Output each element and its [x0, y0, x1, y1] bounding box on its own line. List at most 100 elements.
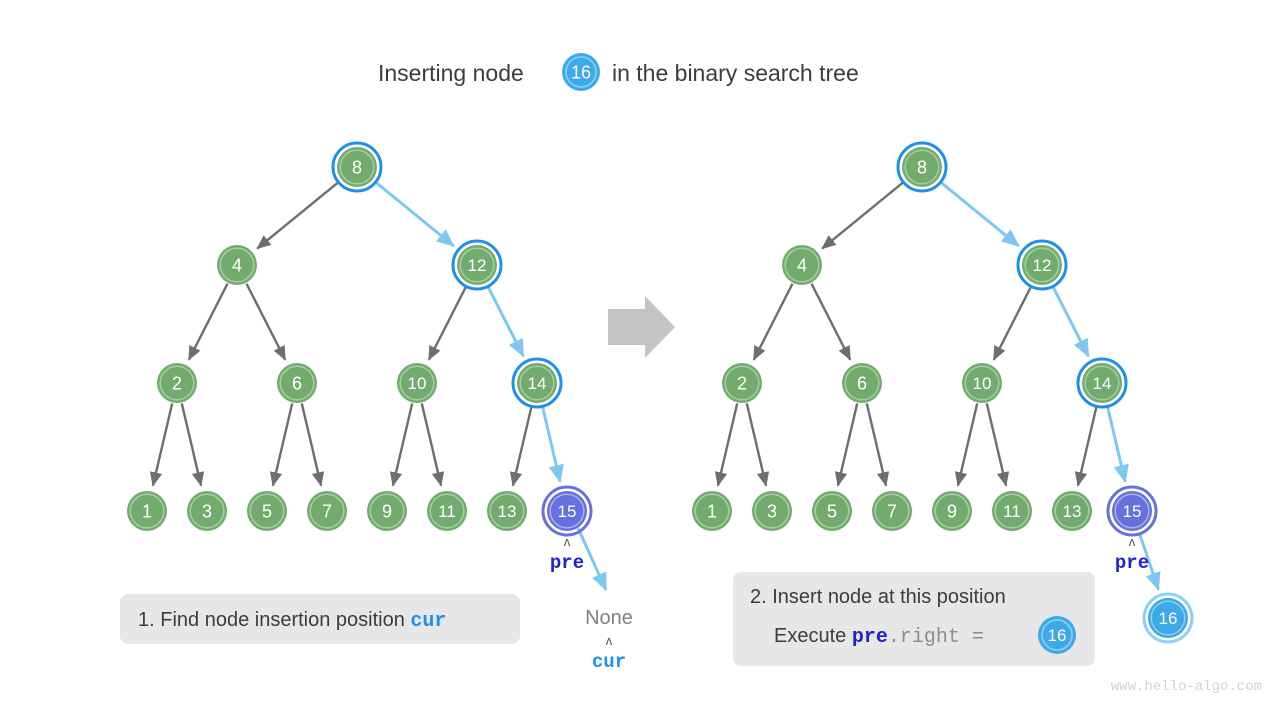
node-value: 8: [917, 158, 927, 178]
tree-node[interactable]: 14: [1076, 357, 1128, 409]
tree-node[interactable]: 15: [541, 485, 593, 537]
tree-edge: [269, 403, 294, 487]
edges-layer: [149, 181, 1161, 592]
tree-edge: [1138, 534, 1161, 591]
node-value: 9: [947, 502, 957, 522]
null-pointer-edge: [576, 527, 608, 592]
step-arrow-icon: [608, 296, 675, 358]
tree-node[interactable]: 7: [307, 491, 347, 531]
tree-edge: [954, 403, 979, 487]
tree-node[interactable]: 14: [511, 357, 563, 409]
caption-line: 1. Find node insertion position cur: [138, 609, 446, 633]
pointer-caret-icon: ʌ: [1129, 534, 1136, 549]
caption-line-1: 2. Insert node at this position: [750, 586, 1006, 608]
node-value: 16: [1159, 609, 1178, 628]
caption-code-cur: cur: [410, 610, 446, 633]
tree-node[interactable]: 8: [331, 141, 383, 193]
tree-node[interactable]: 15: [1106, 485, 1158, 537]
none-label: None: [585, 607, 633, 629]
tree-edge: [427, 286, 467, 361]
node-value: 4: [797, 256, 807, 276]
tree-edge: [745, 403, 770, 487]
tree-edge: [245, 283, 287, 361]
tree-node[interactable]: 7: [872, 491, 912, 531]
node-value: 2: [172, 374, 182, 394]
node-value: 5: [827, 502, 837, 522]
pointer-label-pre: pre: [1115, 552, 1149, 574]
node-value: 6: [857, 374, 867, 394]
tree-node[interactable]: 1: [692, 491, 732, 531]
tree-node[interactable]: 13: [487, 491, 527, 531]
tree-edge: [865, 403, 890, 487]
node-value: 15: [1123, 502, 1142, 521]
tree-node[interactable]: 13: [1052, 491, 1092, 531]
tree-edge: [509, 407, 533, 487]
node-value: 7: [887, 502, 897, 522]
tree-node[interactable]: 1: [127, 491, 167, 531]
tree-edge: [714, 403, 739, 487]
tree-node[interactable]: 3: [187, 491, 227, 531]
node-value: 12: [468, 256, 487, 275]
tree-node[interactable]: 9: [932, 491, 972, 531]
tree-node[interactable]: 12: [451, 239, 503, 291]
caption-badge-value: 16: [1048, 626, 1067, 645]
tree-edge: [1074, 407, 1098, 487]
tree-node[interactable]: 4: [217, 245, 257, 285]
caption-node-badge: 16: [1038, 616, 1076, 654]
title-node-badge: 16: [562, 53, 600, 91]
caption-text-part: Execute: [774, 625, 852, 647]
tree-node[interactable]: 4: [782, 245, 822, 285]
tree-edge: [752, 283, 794, 361]
tree-node[interactable]: 5: [812, 491, 852, 531]
tree-node[interactable]: 5: [247, 491, 287, 531]
node-value: 15: [558, 502, 577, 521]
node-value: 8: [352, 158, 362, 178]
node-value: 5: [262, 502, 272, 522]
tree-node[interactable]: 9: [367, 491, 407, 531]
tree-node[interactable]: 2: [722, 363, 762, 403]
tree-edge: [180, 403, 205, 487]
caption-line-2: Execute pre.right =: [774, 625, 984, 649]
node-value: 12: [1033, 256, 1052, 275]
node-value: 6: [292, 374, 302, 394]
node-value: 13: [1063, 502, 1082, 521]
node-value: 14: [1093, 374, 1112, 393]
tree-node[interactable]: 11: [992, 491, 1032, 531]
tree-edge: [834, 403, 859, 487]
node-value: 14: [528, 374, 547, 393]
node-value: 2: [737, 374, 747, 394]
tree-edge: [389, 403, 414, 487]
node-value: 3: [767, 502, 777, 522]
caption-code-right: .right =: [888, 626, 984, 649]
tree-node[interactable]: 6: [277, 363, 317, 403]
tree-node[interactable]: 6: [842, 363, 882, 403]
caption-text-part: 1. Find node insertion position: [138, 609, 410, 631]
tree-node[interactable]: 2: [157, 363, 197, 403]
watermark: www.hello-algo.com: [1111, 679, 1262, 695]
tree-node[interactable]: 8: [896, 141, 948, 193]
title-suffix: in the binary search tree: [612, 60, 859, 86]
tree-edge: [149, 403, 174, 487]
tree-edge: [541, 406, 564, 483]
node-value: 13: [498, 502, 517, 521]
caption-box: [120, 594, 520, 644]
pointer-caret-icon: ʌ: [606, 633, 613, 648]
tree-node[interactable]: 12: [1016, 239, 1068, 291]
tree-node[interactable]: 10: [397, 363, 437, 403]
tree-edge: [187, 283, 229, 361]
tree-node[interactable]: 16: [1142, 592, 1194, 644]
tree-node[interactable]: 3: [752, 491, 792, 531]
tree-node[interactable]: 11: [427, 491, 467, 531]
tree-edge: [1106, 406, 1129, 483]
node-value: 10: [973, 374, 992, 393]
pointer-caret-icon: ʌ: [564, 534, 571, 549]
captions-layer: 1. Find node insertion position cur 2. In…: [120, 572, 1095, 666]
caption-code-pre: pre: [852, 626, 888, 649]
tree-edge: [992, 286, 1032, 361]
tree-edge: [420, 403, 445, 487]
tree-node[interactable]: 10: [962, 363, 1002, 403]
